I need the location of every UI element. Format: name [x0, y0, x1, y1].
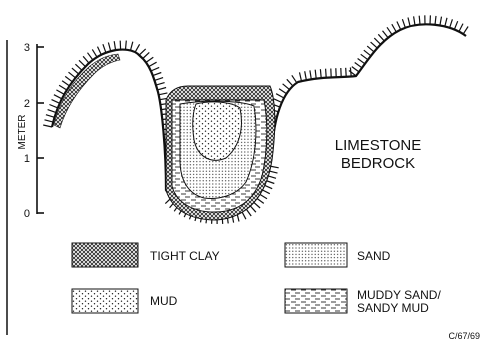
- hachure-tick: [305, 71, 307, 80]
- hachure-tick: [143, 52, 150, 58]
- bedrock-label-line1: LIMESTONE: [335, 137, 421, 154]
- hachure-tick: [153, 73, 162, 76]
- hachure-tick: [62, 81, 69, 86]
- hachure-tick: [157, 88, 166, 90]
- hachure-tick: [98, 47, 102, 55]
- hachure-tick: [361, 54, 368, 59]
- hachure-tick: [349, 71, 356, 76]
- hachure-tick: [159, 93, 168, 95]
- hachure-tick: [139, 49, 146, 55]
- hachure-tick: [253, 202, 260, 208]
- hachure-tick: [72, 68, 79, 74]
- hachure-tick: [276, 94, 284, 98]
- hachure-tick: [92, 49, 97, 57]
- hachure-tick: [155, 78, 164, 81]
- hachure-tick: [408, 18, 410, 27]
- hachure-tick: [69, 72, 76, 78]
- bedrock-label-line2: BEDROCK: [341, 155, 415, 172]
- hachure-tick: [48, 110, 57, 113]
- hachure-tick: [450, 19, 453, 28]
- hachure-tick: [463, 27, 468, 35]
- hachure-tick: [274, 99, 282, 103]
- hachure-tick: [454, 21, 457, 29]
- hachure-tick: [397, 22, 401, 30]
- hachure-tick: [414, 16, 415, 25]
- axis-tick-1: 1: [24, 153, 30, 165]
- hachure-tick: [279, 89, 287, 94]
- legend-label-mud: MUD: [150, 294, 178, 308]
- axis-tick-0: 0: [24, 208, 30, 220]
- hachure-tick: [114, 41, 115, 50]
- hachure-tick: [315, 70, 316, 79]
- hachure-tick: [383, 31, 389, 38]
- hachure-tick: [283, 84, 290, 90]
- hachure-tick: [59, 85, 67, 90]
- hachure-tick: [54, 95, 62, 99]
- hachure-tick: [43, 125, 52, 127]
- hachure-tick: [56, 90, 64, 94]
- hachure-tick: [257, 198, 264, 203]
- legend-swatch-muddy-sand: [285, 289, 347, 313]
- legend-swatch-mud: [72, 289, 138, 313]
- legend-swatch-tight-clay: [72, 243, 138, 267]
- hachure-tick: [259, 194, 267, 199]
- hachure-tick: [387, 27, 392, 34]
- hachure-tick: [46, 115, 55, 118]
- hachure-tick: [392, 24, 397, 32]
- hachure-tick: [310, 70, 311, 79]
- hachure-tick: [75, 64, 82, 70]
- hachure-tick: [83, 56, 89, 63]
- hachure-tick: [131, 42, 133, 51]
- hachure-tick: [88, 53, 93, 60]
- hachure-tick: [65, 76, 72, 81]
- hachure-tick: [358, 59, 365, 64]
- hachure-tick: [459, 24, 463, 32]
- hachure-tick: [371, 42, 378, 48]
- hachure-tick: [287, 79, 293, 86]
- figure-code: C/67/69: [448, 331, 480, 341]
- hachure-tick: [367, 46, 374, 52]
- hachure-tick: [374, 38, 380, 44]
- hachure-tick: [326, 69, 327, 78]
- axis-label: METER: [17, 115, 28, 150]
- legend-label-tight-clay: TIGHT CLAY: [150, 249, 220, 263]
- axis-tick-3: 3: [24, 42, 30, 54]
- hachure-tick: [320, 69, 321, 78]
- legend-label-muddy-sand-line1: MUDDY SAND/: [357, 288, 441, 302]
- legend-label-muddy-sand-line2: SANDY MUD: [357, 301, 429, 315]
- hachure-tick: [435, 16, 436, 25]
- hachure-tick: [364, 50, 371, 56]
- hachure-tick: [156, 83, 165, 86]
- hachure-tick: [79, 60, 85, 66]
- hachure-tick: [346, 68, 347, 77]
- hachure-tick: [250, 206, 256, 213]
- hachure-tick: [52, 100, 60, 104]
- hachure-tick: [135, 44, 139, 52]
- hachure-tick: [300, 72, 302, 81]
- hachure-tick: [151, 67, 159, 71]
- hachure-tick: [149, 62, 157, 66]
- hachure-tick: [108, 43, 110, 52]
- hachure-tick: [352, 67, 359, 72]
- hachure-tick: [146, 57, 153, 62]
- hachure-tick: [49, 105, 57, 108]
- meter-axis: 3 2 1 0 METER: [17, 42, 44, 220]
- hachure-tick: [292, 75, 297, 83]
- legend-swatch-sand: [285, 243, 347, 267]
- legend: TIGHT CLAY SAND MUD MUDDY SAND/ SANDY MU…: [72, 243, 441, 315]
- hachure-tick: [126, 41, 127, 50]
- hachure-tick: [419, 16, 420, 25]
- hachure-tick: [355, 63, 362, 68]
- hachure-tick: [45, 120, 54, 122]
- hachure-tick: [378, 34, 384, 41]
- hachure-tick: [402, 19, 405, 28]
- hachure-tick: [103, 44, 106, 53]
- hachure-tick: [445, 18, 447, 27]
- legend-label-sand: SAND: [357, 249, 391, 263]
- axis-tick-2: 2: [24, 98, 30, 110]
- hachure-tick: [440, 17, 442, 26]
